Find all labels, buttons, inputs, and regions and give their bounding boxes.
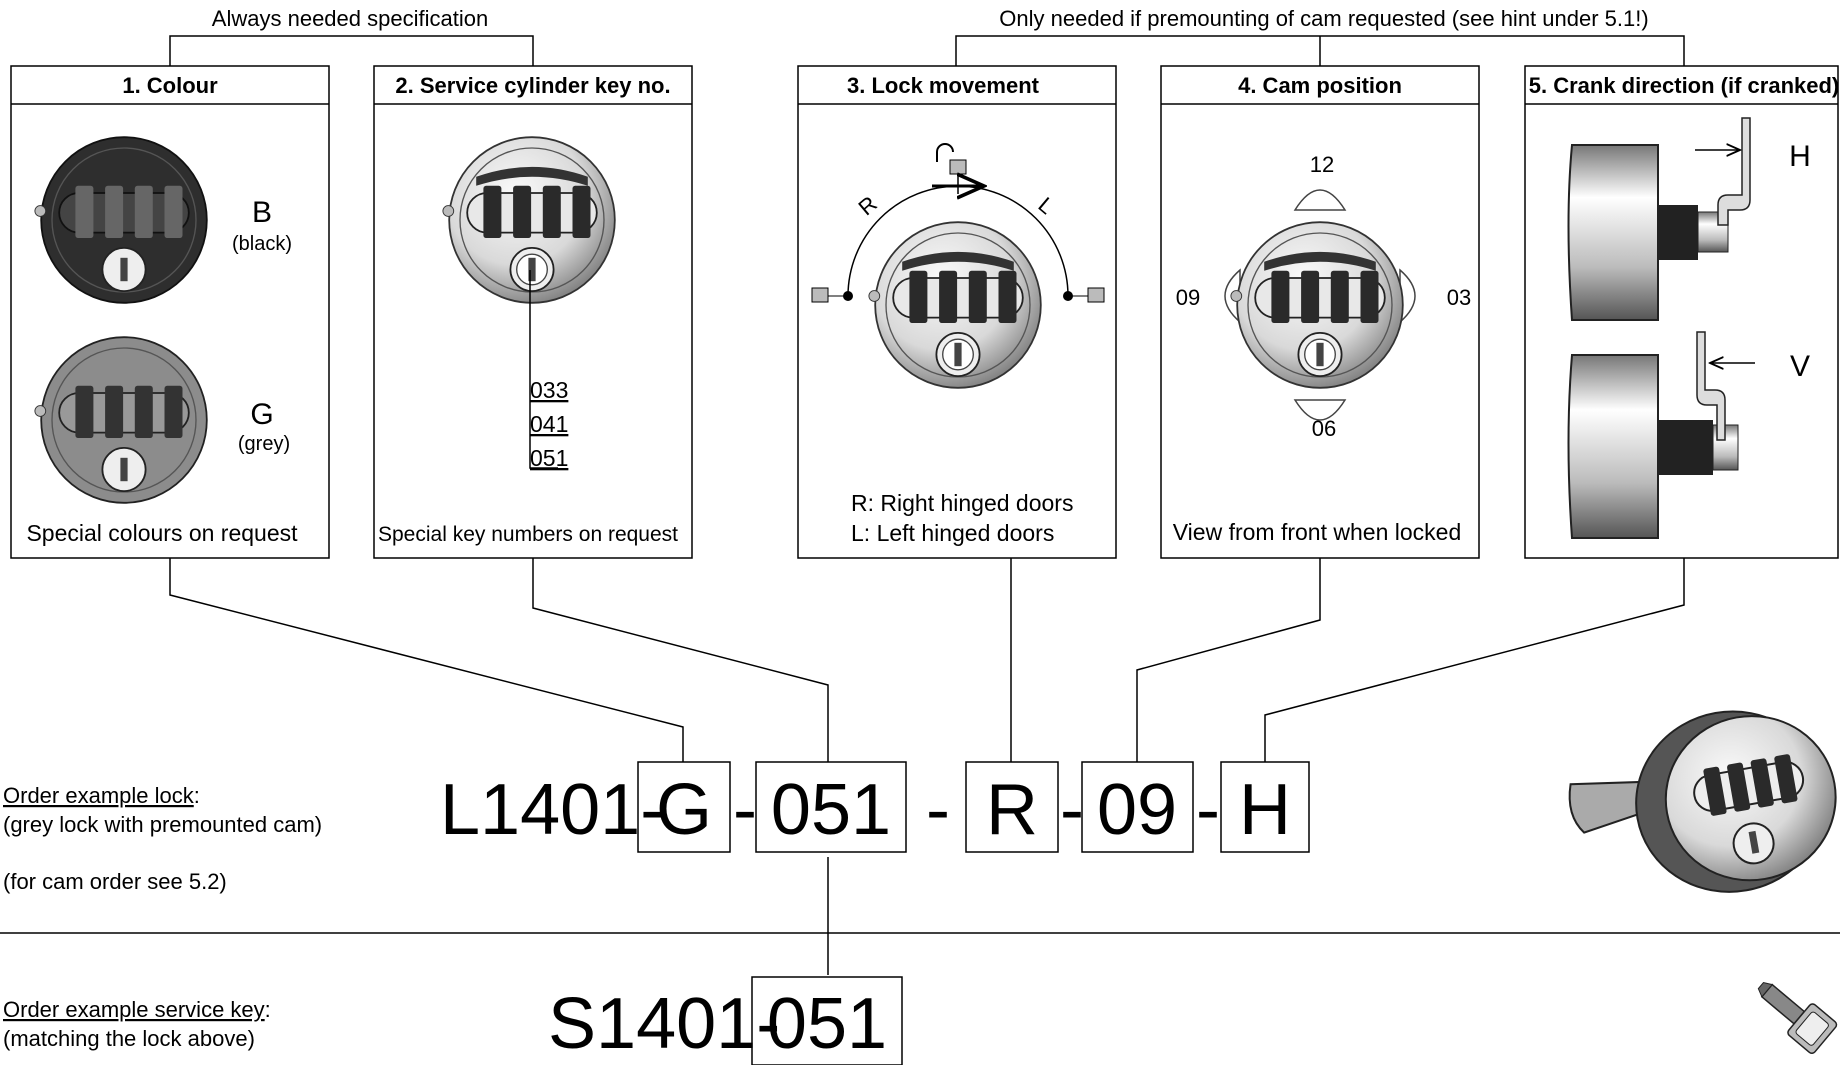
order-key-line2: (matching the lock above) <box>3 1026 255 1051</box>
cam-position-06: 06 <box>1312 416 1336 441</box>
order-lock-movement: R <box>986 770 1038 850</box>
order-lock-sep3: - <box>1060 770 1084 850</box>
order-box-cam <box>1081 761 1194 853</box>
order-lock-line2: (grey lock with premounted cam) <box>3 812 322 837</box>
panel-title-key-number: 2. Service cylinder key no. <box>395 73 670 98</box>
order-lock-sep2: - <box>926 770 950 850</box>
order-lock-line3: (for cam order see 5.2) <box>3 869 227 894</box>
key-number-051: 051 <box>530 445 568 471</box>
colour-swatch-grey <box>34 336 208 504</box>
order-lock-colour: G <box>656 770 712 850</box>
crank-direction-h: H <box>1789 140 1811 173</box>
order-lock-title: Order example lock <box>3 783 195 808</box>
order-lock-prefix: L1401- <box>440 770 664 850</box>
svg-text:Order example lock:: Order example lock: <box>3 783 200 808</box>
order-lock-key: 051 <box>771 770 891 850</box>
movement-caption-left: L: Left hinged doors <box>851 520 1054 546</box>
movement-label-right: R <box>854 191 882 220</box>
cam-position-09: 09 <box>1176 285 1200 310</box>
cam-position-03: 03 <box>1447 285 1471 310</box>
padlock-closed-icon <box>1063 287 1105 303</box>
colour-code-black: B <box>252 196 272 229</box>
cam-outline <box>1224 189 1416 421</box>
movement-caption-right: R: Right hinged doors <box>851 490 1073 516</box>
cam-caption: View from front when locked <box>1173 519 1462 545</box>
lock-illustration <box>1230 221 1404 389</box>
crank-side-view-v <box>1567 331 1755 539</box>
panel-crank-direction: 5. Crank direction (if cranked) H V <box>1524 65 1840 559</box>
cam-position-12: 12 <box>1310 152 1334 177</box>
order-lock-sep4: - <box>1196 770 1220 850</box>
order-box-crank <box>1220 761 1310 853</box>
key-icon <box>1757 981 1838 1055</box>
panel-title-colour: 1. Colour <box>122 73 218 98</box>
panel-title-lock-movement: 3. Lock movement <box>847 73 1040 98</box>
order-box-service-key <box>751 976 903 1065</box>
group-label-optional: Only needed if premounting of cam reques… <box>999 6 1648 31</box>
order-lock-crank: H <box>1239 770 1291 850</box>
order-key-title-suffix: : <box>265 997 271 1022</box>
group-bracket-optional <box>955 35 1685 66</box>
panel-colour: 1. Colour B (black) G <box>10 65 330 559</box>
padlock-closed-icon <box>811 287 853 303</box>
group-label-always: Always needed specification <box>212 6 488 31</box>
order-key-prefix: S1401- <box>548 984 780 1064</box>
lock-illustration <box>868 221 1042 389</box>
panel-title-crank-direction: 5. Crank direction (if cranked) <box>1529 73 1840 98</box>
panel-lock-movement: 3. Lock movement R L R: Right hinged doo… <box>797 65 1117 559</box>
lock-illustration <box>441 136 616 304</box>
colour-code-grey: G <box>250 398 273 431</box>
key-number-caption: Special key numbers on request <box>378 523 678 546</box>
order-box-key <box>755 761 907 853</box>
order-lock-cam: 09 <box>1097 770 1177 850</box>
order-key-title: Order example service key <box>3 997 265 1022</box>
order-example-service-key: Order example service key: (matching the… <box>3 976 903 1065</box>
order-key-number: 051 <box>767 984 887 1064</box>
colour-swatch-black <box>34 136 208 304</box>
panel-key-number: 2. Service cylinder key no. 033 041 051 … <box>373 65 693 559</box>
colour-label-grey: (grey) <box>238 433 290 455</box>
movement-label-left: L <box>1034 192 1059 219</box>
key-number-033: 033 <box>530 377 568 403</box>
crank-side-view-h <box>1567 117 1751 321</box>
colour-caption: Special colours on request <box>26 520 298 546</box>
svg-text:Order example service key:: Order example service key: <box>3 997 271 1022</box>
order-lock-title-suffix: : <box>194 783 200 808</box>
panel-cam-position: 4. Cam position 12 03 06 09 View from fr… <box>1160 65 1480 559</box>
order-lock-sep1: - <box>733 770 757 850</box>
order-example-lock: Order example lock: (grey lock with prem… <box>3 761 1310 894</box>
order-box-colour <box>637 761 731 853</box>
padlock-open-icon <box>936 143 967 175</box>
lock-3d-illustration <box>1568 710 1837 893</box>
key-number-041: 041 <box>530 411 568 437</box>
crank-direction-v: V <box>1790 350 1810 383</box>
panel-title-cam-position: 4. Cam position <box>1238 73 1402 98</box>
group-bracket-always <box>169 35 534 66</box>
order-box-movement <box>965 761 1059 853</box>
colour-label-black: (black) <box>232 233 292 255</box>
connector-lines <box>169 558 1685 975</box>
